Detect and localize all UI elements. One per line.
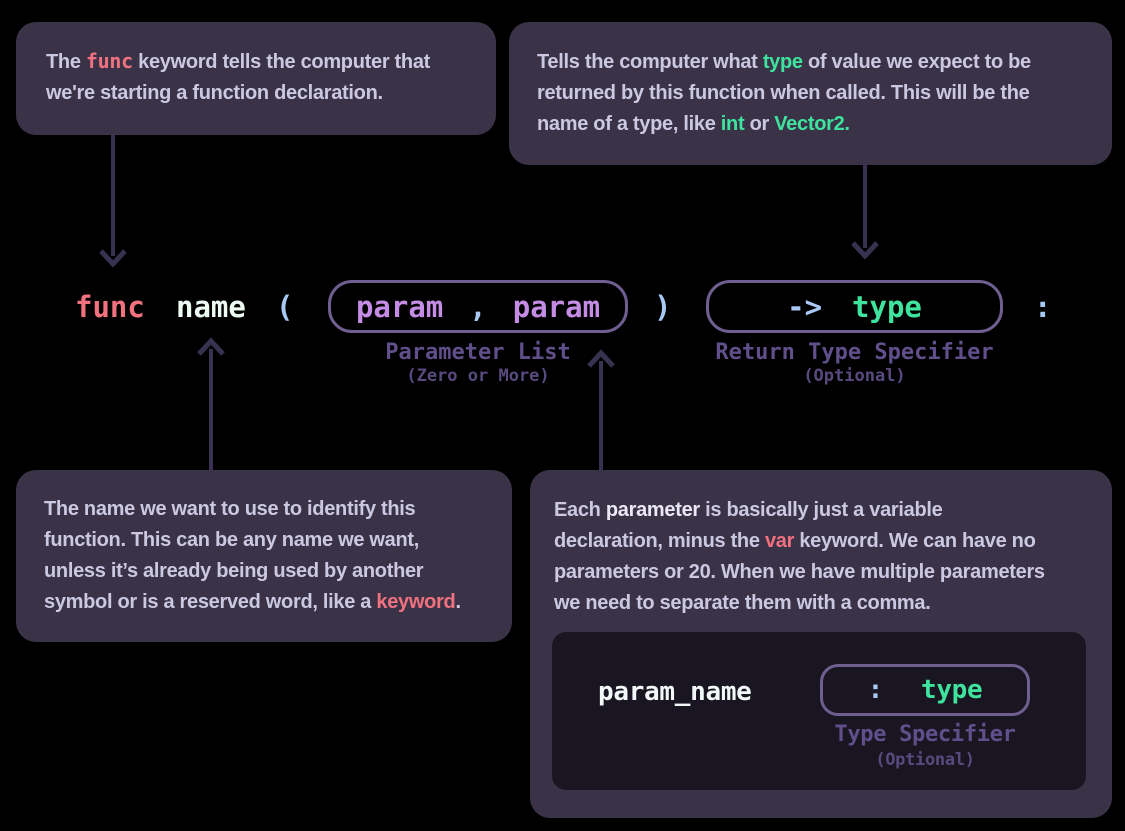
code-comma: , bbox=[469, 289, 487, 324]
type-specifier-box: : type bbox=[820, 664, 1030, 716]
code-param-colon: : bbox=[867, 674, 884, 705]
parameter-list-box: param , param bbox=[328, 280, 628, 333]
label-return-type-specifier-sub: (Optional) bbox=[803, 366, 906, 386]
label-type-specifier: Type Specifier bbox=[834, 722, 1016, 747]
label-type-specifier-sub: (Optional) bbox=[875, 750, 975, 770]
callout-text: unless it’s already being used by anothe… bbox=[44, 560, 424, 582]
callout-text: The name we want to use to identify this bbox=[44, 498, 416, 520]
connector-arrow-to-return-type bbox=[850, 164, 880, 265]
callout-text: function. This can be any name we want, bbox=[44, 529, 420, 551]
callout-text-line: declaration, minus the var keyword. We c… bbox=[554, 526, 1088, 557]
callout-return-type: Tells the computer what type of value we… bbox=[509, 22, 1112, 165]
callout-text-line: unless it’s already being used by anothe… bbox=[44, 556, 494, 587]
vector2-type-highlight: Vector2. bbox=[774, 113, 850, 135]
up-arrow-icon bbox=[197, 337, 225, 470]
callout-text: The bbox=[46, 51, 86, 73]
var-keyword-highlight: var bbox=[764, 530, 795, 552]
code-return-type: type bbox=[852, 289, 922, 324]
callout-text: or bbox=[744, 113, 775, 135]
callout-text: is basically just a variable bbox=[699, 499, 943, 521]
callout-text: Tells the computer what bbox=[537, 51, 763, 73]
code-colon: : bbox=[1034, 290, 1052, 324]
code-arrow-operator: -> bbox=[787, 289, 823, 324]
callout-function-name: The name we want to use to identify this… bbox=[16, 470, 512, 642]
callout-func-keyword: The func keyword tells the computer that… bbox=[16, 22, 496, 135]
connector-arrow-to-parameter-list bbox=[586, 349, 616, 475]
callout-text-line: Each parameter is basically just a varia… bbox=[554, 495, 1088, 526]
up-arrow-icon bbox=[587, 349, 615, 470]
callout-parameters: Each parameter is basically just a varia… bbox=[530, 470, 1112, 818]
callout-text-line: we need to separate them with a comma. bbox=[554, 588, 1088, 619]
callout-text: Each bbox=[554, 499, 606, 521]
callout-text: keyword. We can have no bbox=[794, 530, 1036, 552]
callout-text: returned by this function when called. T… bbox=[537, 82, 1030, 104]
func-keyword-highlight: func bbox=[85, 49, 133, 73]
callout-text: declaration, minus the bbox=[554, 530, 765, 552]
connector-arrow-to-name bbox=[196, 337, 226, 475]
callout-text: we need to separate them with a comma. bbox=[554, 592, 931, 614]
code-function-name: name bbox=[176, 290, 246, 324]
callout-text: symbol or is a reserved word, like a bbox=[44, 591, 377, 613]
callout-text-line: Tells the computer what type of value we… bbox=[537, 47, 1084, 78]
code-param-type: type bbox=[920, 674, 983, 705]
code-keyword-func: func bbox=[75, 290, 145, 324]
callout-text-line: The name we want to use to identify this bbox=[44, 494, 494, 525]
callout-text-line: name of a type, like int or Vector2. bbox=[537, 109, 1084, 140]
callout-text: of value we expect to be bbox=[802, 51, 1031, 73]
type-keyword-highlight: type bbox=[762, 51, 803, 73]
return-type-box: -> type bbox=[706, 280, 1003, 333]
callout-text: name of a type, like bbox=[537, 113, 721, 135]
callout-text-line: parameters or 20. When we have multiple … bbox=[554, 557, 1088, 588]
param-example-name: param_name bbox=[598, 677, 752, 707]
code-param-2: param bbox=[512, 289, 601, 324]
label-parameter-list: Parameter List bbox=[385, 340, 571, 365]
callout-text-line: we're starting a function declaration. bbox=[46, 78, 466, 109]
label-parameter-list-sub: (Zero or More) bbox=[406, 366, 550, 386]
callout-text: parameters or 20. When we have multiple … bbox=[554, 561, 1045, 583]
down-arrow-icon bbox=[99, 135, 127, 268]
callout-text: we're starting a function declaration. bbox=[46, 82, 383, 104]
callout-text-line: function. This can be any name we want, bbox=[44, 525, 494, 556]
callout-text-line: The func keyword tells the computer that bbox=[46, 46, 466, 78]
connector-arrow-to-func bbox=[98, 135, 128, 273]
callout-text: . bbox=[455, 591, 461, 613]
parameter-emphasis: parameter bbox=[605, 499, 700, 521]
code-close-paren: ) bbox=[654, 290, 672, 324]
code-open-paren: ( bbox=[276, 290, 294, 324]
callout-text-line: returned by this function when called. T… bbox=[537, 78, 1084, 109]
param-example-box: param_name : type Type Specifier (Option… bbox=[552, 632, 1086, 790]
callout-text: keyword tells the computer that bbox=[132, 51, 431, 73]
callout-text-line: symbol or is a reserved word, like a key… bbox=[44, 587, 494, 618]
keyword-highlight: keyword bbox=[376, 591, 456, 613]
down-arrow-icon bbox=[851, 164, 879, 260]
label-return-type-specifier: Return Type Specifier bbox=[715, 340, 994, 365]
code-param-1: param bbox=[355, 289, 444, 324]
int-type-highlight: int bbox=[720, 113, 745, 135]
